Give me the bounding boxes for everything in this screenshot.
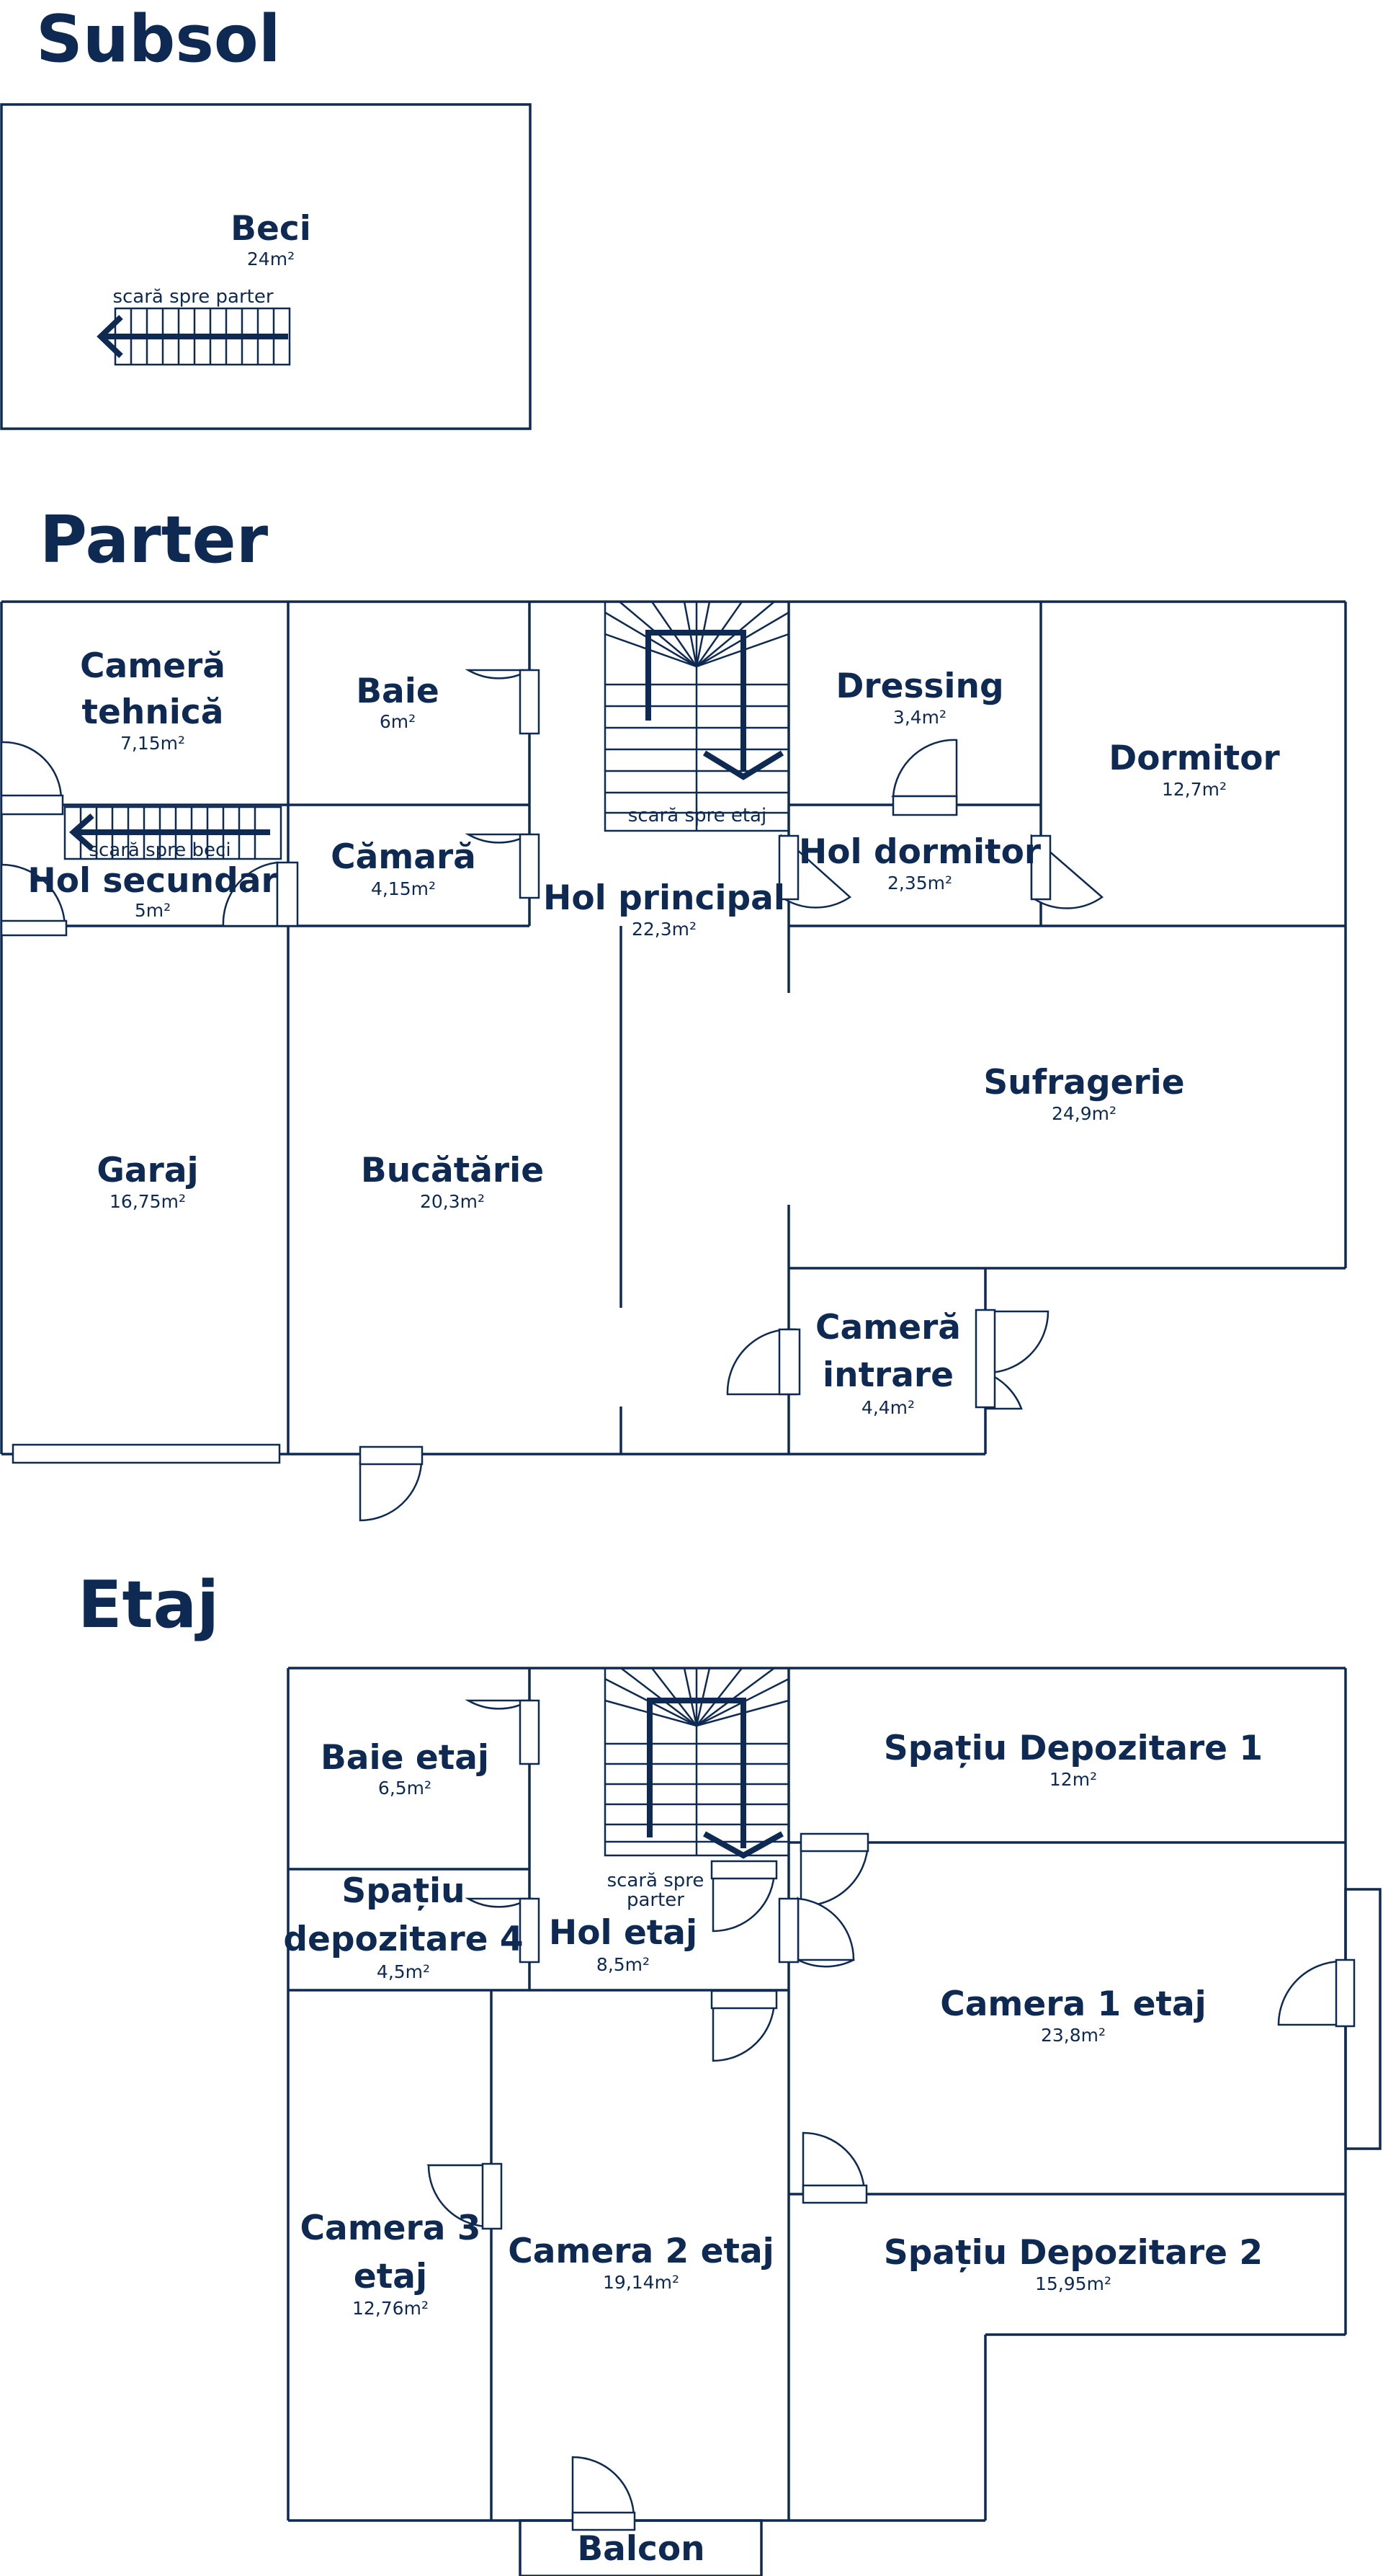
door-kitchen-exterior [359, 1445, 424, 1522]
room-area-camera-intrare: 4,4m² [861, 1397, 915, 1418]
door-balcon-bottom [571, 2456, 636, 2531]
door-balcon-side [1277, 1958, 1356, 2028]
room-name-baie: Baie [356, 672, 439, 711]
room-name-bucatarie: Bucătărie [361, 1151, 544, 1190]
note-stairs-to-ground-2: parter [627, 1889, 684, 1911]
room-name-camera-3-etaj-1: Camera 3 [300, 2209, 480, 2248]
beci-outline [0, 103, 532, 430]
room-name-camera-intrare-2: intrare [823, 1355, 954, 1395]
room-name-spatiu-depozitare-4-2: depozitare 4 [283, 1920, 523, 1959]
room-name-camera-3-etaj-2: etaj [354, 2257, 427, 2296]
room-area-camera-tehnica: 7,15m² [120, 733, 185, 754]
door-spatiu-depozitare-2 [802, 2131, 868, 2204]
door-spatiu-depozitare-4 [465, 1897, 540, 1964]
door-camera-1-etaj-hall [778, 1896, 856, 1968]
door-dressing [890, 739, 958, 816]
level-title-subsol: Subsol [36, 1, 281, 77]
room-name-camera-intrare-1: Cameră [815, 1308, 961, 1347]
door-hol-dormitor [778, 834, 852, 909]
room-area-dormitor: 12,7m² [1162, 779, 1227, 800]
room-area-spatiu-depozitare-1: 12m² [1049, 1769, 1097, 1790]
door-hol-secundar-left [0, 863, 68, 937]
room-name-balcon-bottom: Balcon [577, 2529, 704, 2569]
door-baie-etaj [465, 1699, 540, 1765]
room-area-bucatarie: 20,3m² [420, 1191, 485, 1212]
room-area-spatiu-depozitare-2: 15,95m² [1035, 2273, 1111, 2294]
room-name-balcon-side: Balcon [1376, 1955, 1383, 2082]
room-area-beci: 24m² [247, 249, 295, 269]
room-name-camera-tehnica-1: Cameră [80, 646, 225, 686]
room-name-camera-tehnica-2: tehnică [82, 692, 224, 732]
room-name-sufragerie: Sufragerie [983, 1063, 1184, 1102]
stairs-to-basement [63, 806, 282, 860]
room-area-dressing: 3,4m² [893, 707, 946, 728]
door-camera-2-etaj [710, 1989, 778, 2062]
room-area-hol-etaj: 8,5m² [596, 1954, 650, 1975]
door-baie [465, 669, 540, 735]
room-name-hol-secundar: Hol secundar [27, 861, 278, 901]
room-name-camera-1-etaj: Camera 1 etaj [940, 1984, 1207, 2024]
room-area-sufragerie: 24,9m² [1052, 1103, 1116, 1124]
room-area-hol-dormitor: 2,35m² [887, 873, 952, 893]
door-main-entrance [975, 1309, 1049, 1410]
note-stairs-to-basement: scară spre beci [89, 839, 230, 861]
room-area-camera-1-etaj: 23,8m² [1041, 2025, 1106, 2046]
note-stairs-to-upper: scară spre etaj [628, 805, 766, 826]
room-area-camara: 4,15m² [371, 878, 436, 899]
room-name-garaj: Garaj [97, 1151, 198, 1190]
door-stairs-landing [710, 1860, 778, 1933]
stairs-basement [97, 307, 291, 366]
room-name-dormitor: Dormitor [1109, 739, 1280, 778]
door-camera-intrare-left [726, 1328, 801, 1396]
level-title-parter: Parter [40, 502, 269, 578]
room-name-hol-dormitor: Hol dormitor [799, 832, 1042, 872]
door-spatiu-depozitare-1 [800, 1832, 869, 1907]
room-area-garaj: 16,75m² [109, 1191, 186, 1212]
door-dormitor [1030, 834, 1104, 909]
note-stairs-to-ground: scară spre parter [112, 286, 273, 308]
room-area-baie-etaj: 6,5m² [378, 1778, 431, 1799]
level-title-etaj: Etaj [78, 1567, 219, 1643]
room-name-hol-etaj: Hol etaj [549, 1913, 697, 1953]
garage-door [12, 1443, 281, 1464]
room-name-spatiu-depozitare-1: Spațiu Depozitare 1 [884, 1729, 1263, 1768]
room-area-baie: 6m² [380, 711, 416, 732]
etaj-walls [287, 1667, 1347, 2522]
room-name-dressing: Dressing [836, 667, 1003, 706]
balcon-bottom-outline [519, 2519, 763, 2576]
door-camera-3-etaj [426, 2162, 503, 2230]
door-camera-tehnica [0, 741, 64, 816]
room-name-beci: Beci [230, 209, 311, 249]
room-name-camara: Cămară [331, 837, 476, 877]
room-name-hol-principal: Hol principal [543, 878, 785, 918]
room-name-spatiu-depozitare-2: Spațiu Depozitare 2 [884, 2233, 1263, 2273]
stairs-upper-floor [604, 1667, 790, 1859]
room-area-hol-secundar: 5m² [135, 900, 171, 921]
stairs-ground-floor [604, 600, 790, 832]
room-area-camera-2-etaj: 19,14m² [603, 2272, 679, 2293]
door-camara [465, 833, 540, 899]
note-stairs-to-ground-1: scară spre [607, 1870, 704, 1891]
door-hol-secundar-right [222, 861, 299, 927]
room-area-camera-3-etaj: 12,76m² [352, 2298, 429, 2319]
room-area-spatiu-depozitare-4: 4,5m² [377, 1961, 430, 1982]
room-name-baie-etaj: Baie etaj [321, 1738, 489, 1778]
room-area-hol-principal: 22,3m² [632, 919, 697, 940]
room-name-spatiu-depozitare-4-1: Spațiu [341, 1871, 465, 1911]
room-name-camera-2-etaj: Camera 2 etaj [508, 2232, 774, 2271]
